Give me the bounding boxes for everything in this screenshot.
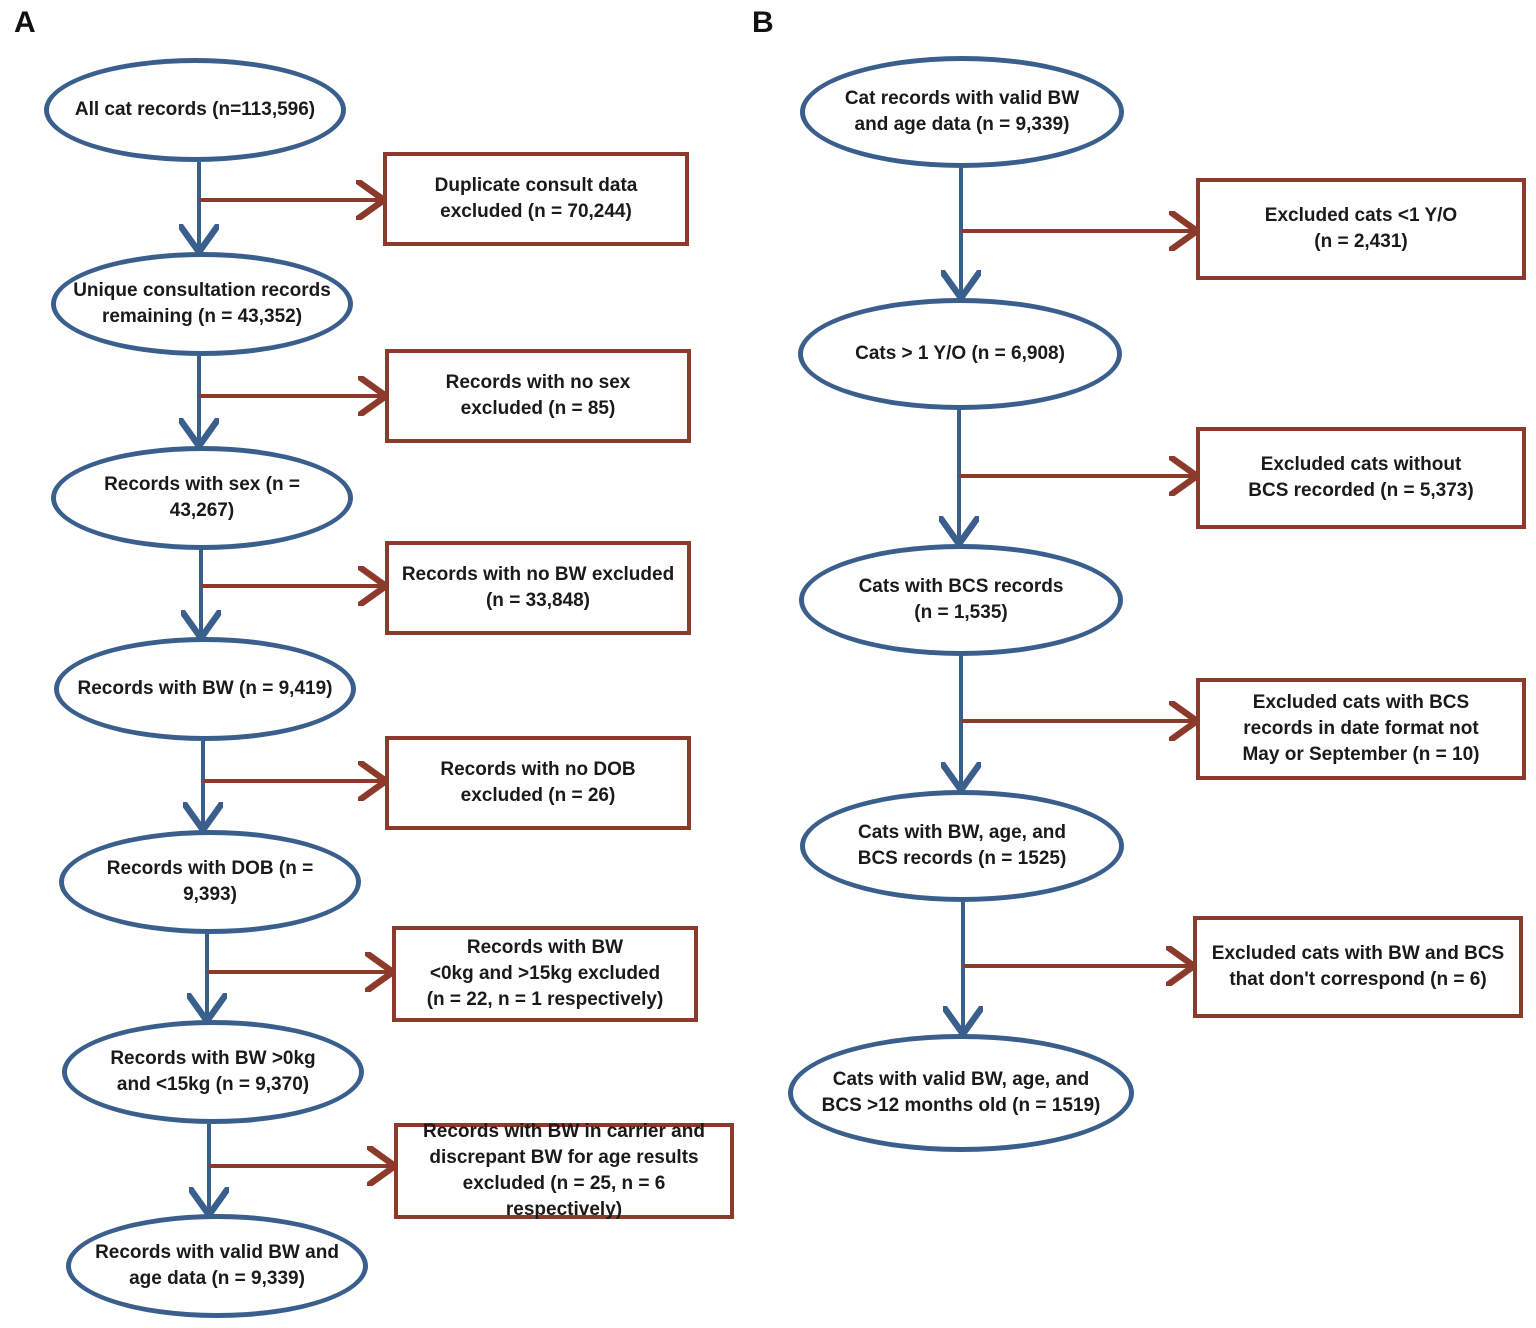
panel-b-exclusion-under-1yo: Excluded cats <1 Y/O (n = 2,431)	[1196, 178, 1526, 280]
panel-a-exclusion-no-dob: Records with no DOB excluded (n = 26)	[385, 736, 691, 830]
panel-b-node-cats-with-bcs: Cats with BCS records (n = 1,535)	[799, 544, 1123, 656]
panel-b-exclusion-bw-bcs-mismatch: Excluded cats with BW and BCS that don't…	[1193, 916, 1523, 1018]
panel-b-node-bw-age-bcs: Cats with BW, age, and BCS records (n = …	[800, 790, 1124, 902]
panel-a-node-records-with-bw: Records with BW (n = 9,419)	[54, 637, 356, 741]
panel-b-node-final-valid: Cats with valid BW, age, and BCS >12 mon…	[788, 1034, 1134, 1152]
panel-a-node-all-records: All cat records (n=113,596)	[44, 58, 346, 162]
panel-a-label: A	[14, 6, 36, 39]
panel-b-node-valid-bw-age: Cat records with valid BW and age data (…	[800, 56, 1124, 168]
panel-a-node-records-with-dob: Records with DOB (n = 9,393)	[59, 830, 361, 934]
panel-a-node-records-with-sex: Records with sex (n = 43,267)	[51, 446, 353, 550]
panel-a-node-valid-bw-age: Records with valid BW and age data (n = …	[66, 1214, 368, 1318]
panel-a-exclusion-carrier: Records with BW in carrier and discrepan…	[394, 1121, 734, 1220]
panel-b-exclusion-date-format: Excluded cats with BCS records in date f…	[1196, 678, 1526, 780]
panel-a-exclusion-bw-range: Records with BW <0kg and >15kg excluded …	[392, 926, 698, 1022]
panel-a-exclusion-duplicates: Duplicate consult data excluded (n = 70,…	[383, 152, 689, 246]
panel-a-exclusion-no-bw: Records with no BW excluded (n = 33,848)	[385, 541, 691, 635]
panel-a-node-unique-records: Unique consultation records remaining (n…	[51, 252, 353, 356]
panel-b-node-cats-over-1yo: Cats > 1 Y/O (n = 6,908)	[798, 298, 1122, 410]
panel-a-node-records-bw-range: Records with BW >0kg and <15kg (n = 9,37…	[62, 1020, 364, 1124]
panel-a-exclusion-no-sex: Records with no sex excluded (n = 85)	[385, 349, 691, 443]
panel-b-exclusion-no-bcs: Excluded cats without BCS recorded (n = …	[1196, 427, 1526, 529]
panel-b-label: B	[752, 6, 774, 39]
